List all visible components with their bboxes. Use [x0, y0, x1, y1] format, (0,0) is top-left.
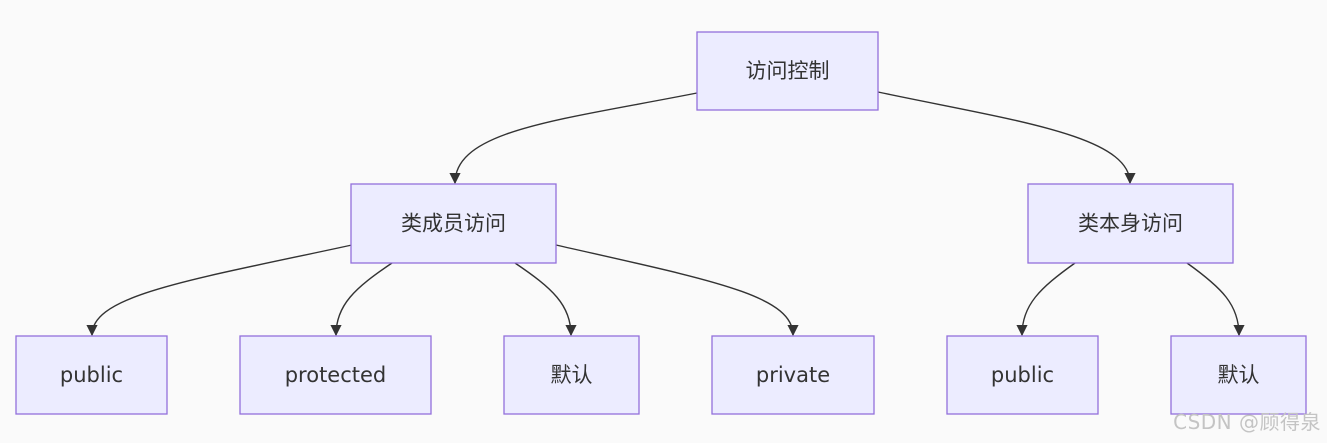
edge-class-access-to-class-default — [1186, 262, 1245, 337]
node-member-access-label: 类成员访问 — [401, 212, 506, 236]
node-member-private: private — [711, 335, 875, 415]
edge-member-access-to-member-default — [514, 262, 577, 337]
node-member-public-label: public — [60, 363, 123, 387]
node-root-label: 访问控制 — [746, 59, 830, 83]
edge-member-access-to-member-protected — [330, 262, 393, 337]
node-class-default: 默认 — [1170, 335, 1307, 415]
node-member-default: 默认 — [503, 335, 640, 415]
watermark: CSDN @顾得泉 — [1173, 410, 1321, 434]
node-member-protected-label: protected — [285, 363, 387, 387]
node-root: 访问控制 — [696, 31, 879, 111]
node-member-access: 类成员访问 — [350, 183, 557, 264]
node-member-public: public — [15, 335, 168, 415]
edge-member-access-to-member-public — [86, 244, 353, 337]
node-class-public: public — [946, 335, 1099, 415]
node-member-default-label: 默认 — [551, 363, 593, 387]
edge-root-to-class-access — [877, 91, 1136, 185]
edges — [86, 91, 1245, 337]
node-member-protected: protected — [239, 335, 432, 415]
edge-class-access-to-class-public — [1016, 262, 1076, 337]
node-class-access-label: 类本身访问 — [1078, 212, 1183, 236]
node-class-default-label: 默认 — [1218, 363, 1260, 387]
edge-root-to-member-access — [449, 92, 698, 185]
node-class-public-label: public — [991, 363, 1054, 387]
edge-member-access-to-member-private — [555, 244, 799, 337]
node-class-access: 类本身访问 — [1027, 183, 1234, 264]
node-member-private-label: private — [756, 363, 830, 387]
